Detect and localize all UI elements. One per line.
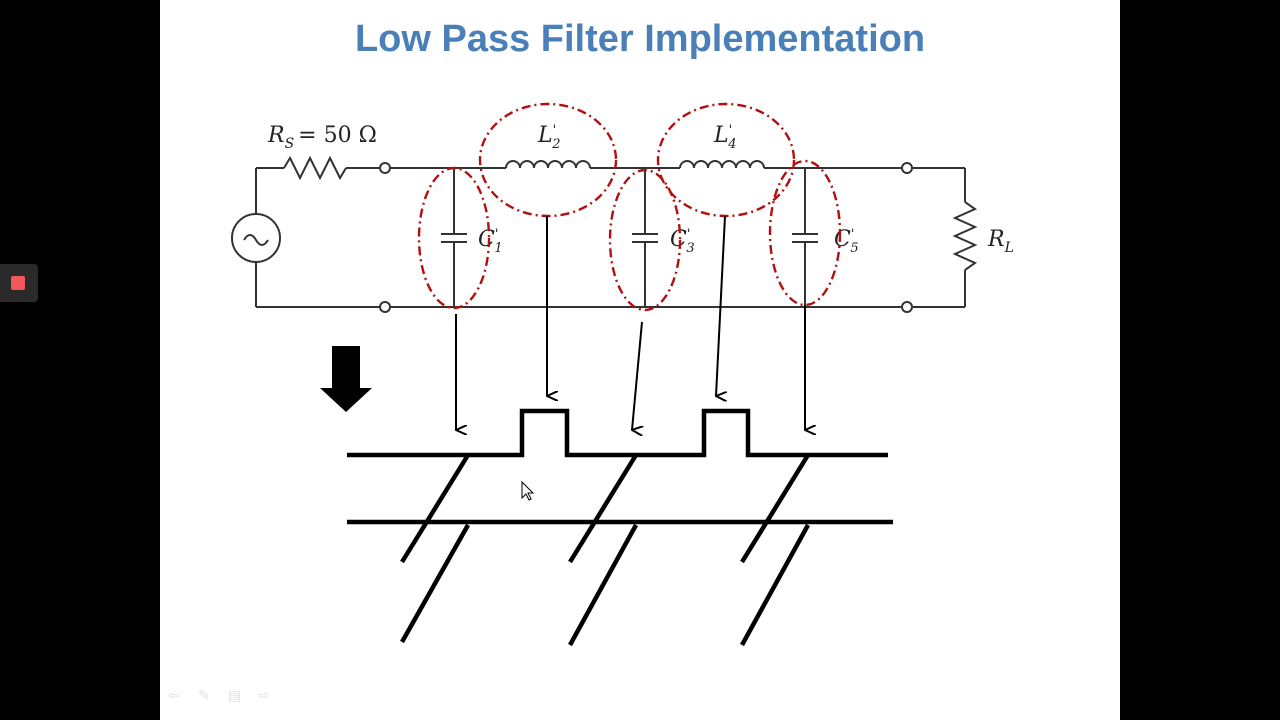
capacitor-c3 xyxy=(632,168,658,307)
label-l4: L'4 xyxy=(713,123,736,152)
stub-ground xyxy=(400,523,470,644)
slide: Low Pass Filter Implementation xyxy=(160,0,1120,720)
arrow-l4 xyxy=(716,215,725,396)
down-arrow-icon xyxy=(320,346,372,412)
inductor-l4 xyxy=(679,160,765,169)
component-highlights xyxy=(417,102,842,312)
port-terminal xyxy=(379,301,391,313)
mouse-cursor-icon xyxy=(521,480,535,501)
source-resistor-label: RS= 50 Ω xyxy=(267,123,377,152)
load-resistor-label: RL xyxy=(987,227,1014,256)
label-l2: L'2 xyxy=(537,123,560,152)
stub-c3 xyxy=(568,453,638,564)
highlight-l2 xyxy=(478,102,618,218)
highlight-c3 xyxy=(608,168,682,312)
label-c5: C'5 xyxy=(834,227,859,256)
filter-diagram: RS= 50 Ω C'1 L'2 C'3 L'4 C'5 RL xyxy=(231,102,1014,647)
ac-sine-icon xyxy=(243,234,269,246)
port-terminal xyxy=(379,162,391,174)
record-button[interactable] xyxy=(0,264,38,302)
capacitor-c5 xyxy=(792,168,818,307)
nav-menu-icon[interactable]: ▤ xyxy=(228,688,242,704)
stub-c1 xyxy=(400,453,470,564)
lumped-circuit xyxy=(231,155,978,313)
voltage-source xyxy=(231,213,281,263)
nav-prev-icon[interactable]: ⇦ xyxy=(168,688,180,704)
nav-next-icon[interactable]: ⇨ xyxy=(258,688,270,704)
nav-pen-icon[interactable]: ✎ xyxy=(198,688,210,704)
stub-ground xyxy=(740,523,810,647)
mapping-arrows xyxy=(455,215,805,430)
label-c3: C'3 xyxy=(670,227,695,256)
record-icon xyxy=(11,276,25,290)
inductor-l2 xyxy=(505,160,591,169)
highlight-l4 xyxy=(656,102,796,218)
signal-line xyxy=(347,408,888,458)
load-resistor xyxy=(952,201,978,271)
stripline-implementation xyxy=(347,408,893,647)
stub-ground xyxy=(568,523,638,647)
port-terminal xyxy=(901,162,913,174)
stub-c5 xyxy=(740,453,810,564)
capacitor-c1 xyxy=(441,168,467,307)
slide-title: Low Pass Filter Implementation xyxy=(354,18,926,60)
highlight-c5 xyxy=(768,159,842,307)
slide-nav: ⇦ ✎ ▤ ⇨ xyxy=(168,688,274,704)
label-c1: C'1 xyxy=(478,227,503,256)
port-terminal xyxy=(901,301,913,313)
highlight-c1 xyxy=(417,166,491,310)
source-resistor xyxy=(283,155,347,181)
arrow-c3 xyxy=(632,321,642,430)
